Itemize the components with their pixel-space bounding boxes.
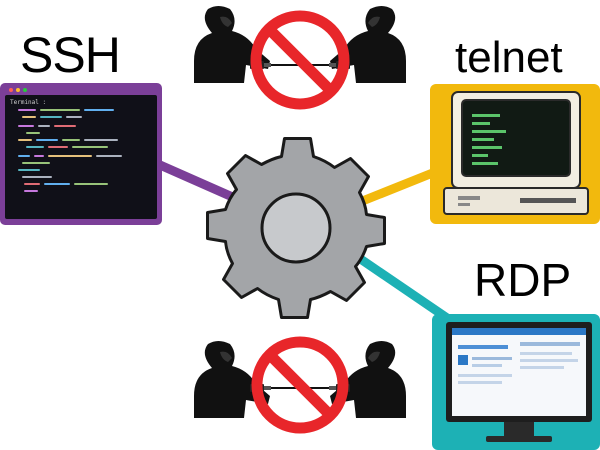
ssh-label: SSH [20,27,121,83]
code-line [10,169,152,172]
code-line [10,109,152,112]
no-symbol-icon [251,336,349,434]
gear-icon [206,137,386,319]
terminal-title: Terminal : [10,99,47,106]
bottom-blocked-connection [194,336,406,434]
ssh-terminal-window: Terminal : [0,83,162,225]
code-line [10,183,152,186]
rdp-label: RDP [474,254,572,306]
code-line [10,139,152,142]
terminal-titlebar [5,87,157,95]
terminal-window-icon: Terminal : [5,95,157,219]
code-line [10,155,152,158]
retro-computer-icon [443,91,589,215]
rdp-node [432,314,600,450]
code-line [10,162,152,165]
code-line [10,146,152,149]
code-line [10,132,152,135]
code-line [10,125,152,128]
telnet-label: telnet [455,33,563,82]
window-minimize-dot [16,88,20,92]
code-line [10,190,152,193]
no-symbol-icon [250,10,350,110]
code-line [10,176,152,179]
desktop-monitor-icon [446,322,592,442]
window-maximize-dot [23,88,27,92]
top-blocked-connection [194,6,406,110]
code-line [10,116,152,119]
telnet-node [430,84,600,224]
window-close-dot [9,88,13,92]
